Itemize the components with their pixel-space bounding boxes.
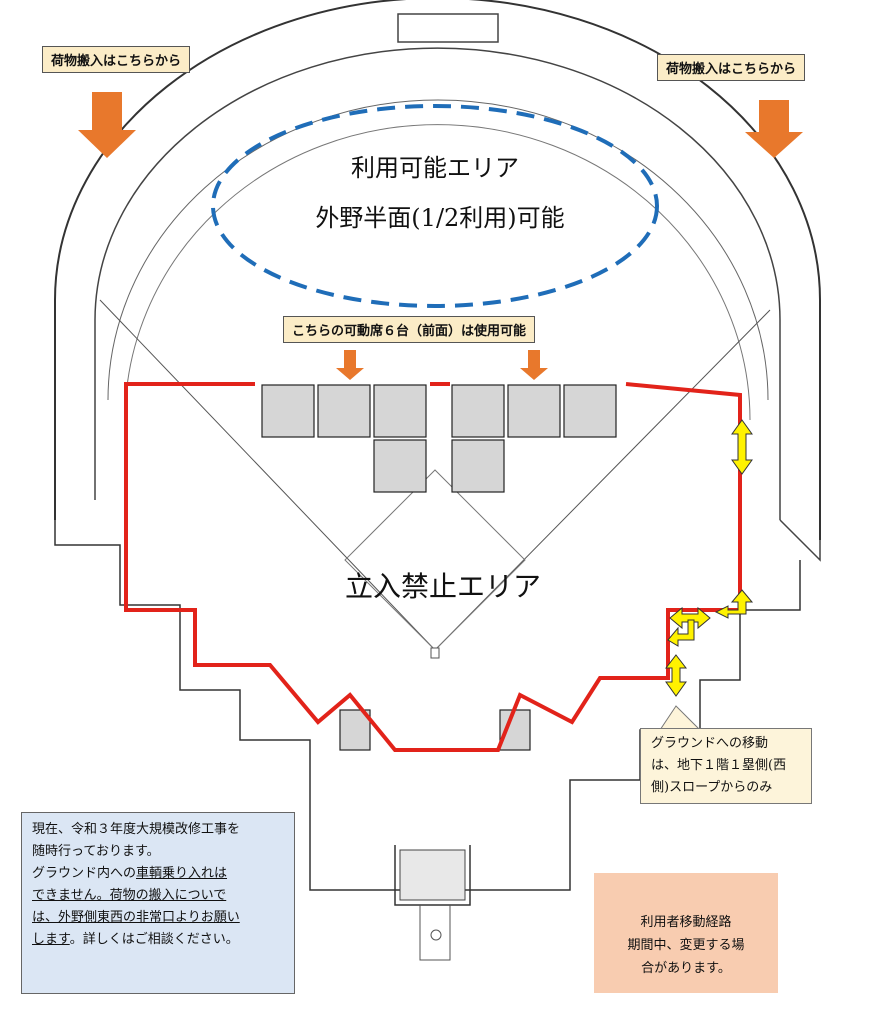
route-arrow-corner2-icon — [667, 619, 695, 647]
ground-callout-pointer — [659, 705, 701, 731]
notice-line: します。詳しくはご相談ください。 — [32, 932, 239, 947]
route-legend: 利用者移動経路 期間中、変更する場 合があります。 — [594, 873, 778, 993]
notice-line: グラウンド内への車輌乗り入れは — [32, 866, 228, 881]
route-arrow-corner-icon — [714, 589, 754, 619]
outer-dome-wall — [54, 0, 821, 540]
ground-note-line: は、地下１階１塁側(西 — [651, 758, 787, 773]
seat-arrow-right-icon — [520, 350, 548, 380]
seat-block — [507, 384, 561, 438]
scoreboard-top — [397, 13, 499, 43]
right-side-wall — [779, 519, 821, 562]
seats-callout: こちらの可動席６台（前面）は使用可能 — [283, 316, 536, 343]
available-area-title: 利用可能エリア — [351, 154, 519, 182]
entrance-block — [394, 845, 471, 906]
notice-line: は、外野側東西の非常口よりお願い — [32, 910, 240, 925]
seat-block — [317, 384, 371, 438]
load-in-label-left: 荷物搬入はこちらから — [42, 46, 191, 73]
construction-notice: 現在、令和３年度大規模改修工事を 随時行っております。 グラウンド内への車輌乗り… — [21, 812, 295, 994]
route-arrow-lower-icon — [664, 654, 688, 697]
route-arrow-vertical-icon — [731, 419, 753, 475]
route-arrow-horizontal-icon — [669, 606, 711, 630]
seat-block — [563, 384, 617, 438]
route-arrows — [664, 419, 754, 697]
dome-ring-inner — [124, 124, 751, 421]
home-plate — [430, 647, 440, 659]
ground-note-line: グラウンドへの移動 — [651, 736, 769, 751]
legend-line: 合があります。 — [641, 961, 731, 976]
movable-seats — [261, 384, 617, 751]
entrance-steps — [399, 849, 466, 901]
seat-block — [451, 439, 505, 493]
legend-line: 期間中、変更する場 — [627, 938, 745, 953]
seat-arrow-left-icon — [336, 350, 364, 380]
load-arrow-right-icon — [745, 100, 803, 158]
seat-block — [373, 384, 427, 438]
infield-diamond — [344, 469, 526, 651]
load-arrow-left-icon — [78, 92, 136, 158]
ground-note-line: 側)スロープからのみ — [651, 780, 773, 795]
seat-block — [373, 439, 427, 493]
notice-line: 随時行っております。 — [32, 844, 160, 859]
notice-line: 現在、令和３年度大規模改修工事を — [32, 822, 241, 837]
load-in-label-right: 荷物搬入はこちらから — [657, 54, 806, 81]
foul-line-left — [99, 299, 436, 651]
seat-block — [261, 384, 315, 438]
dome-ring — [107, 99, 769, 401]
ground-access-note: グラウンドへの移動 は、地下１階１塁側(西 側)スロープからのみ — [640, 728, 812, 804]
available-area-sub: 外野半面(1/2利用)可能 — [315, 204, 565, 232]
available-area-ellipse — [211, 104, 659, 308]
legend-title: 利用者移動経路 — [640, 915, 732, 930]
entrance-circle — [430, 929, 442, 941]
entrance-path — [419, 905, 451, 961]
notice-line: できません。荷物の搬入についで — [32, 888, 227, 903]
seat-block — [451, 384, 505, 438]
foul-line-right — [434, 309, 771, 651]
inner-dome-wall — [94, 47, 781, 520]
restricted-area-label: 立入禁止エリア — [345, 570, 542, 603]
stair-seat — [339, 709, 371, 751]
